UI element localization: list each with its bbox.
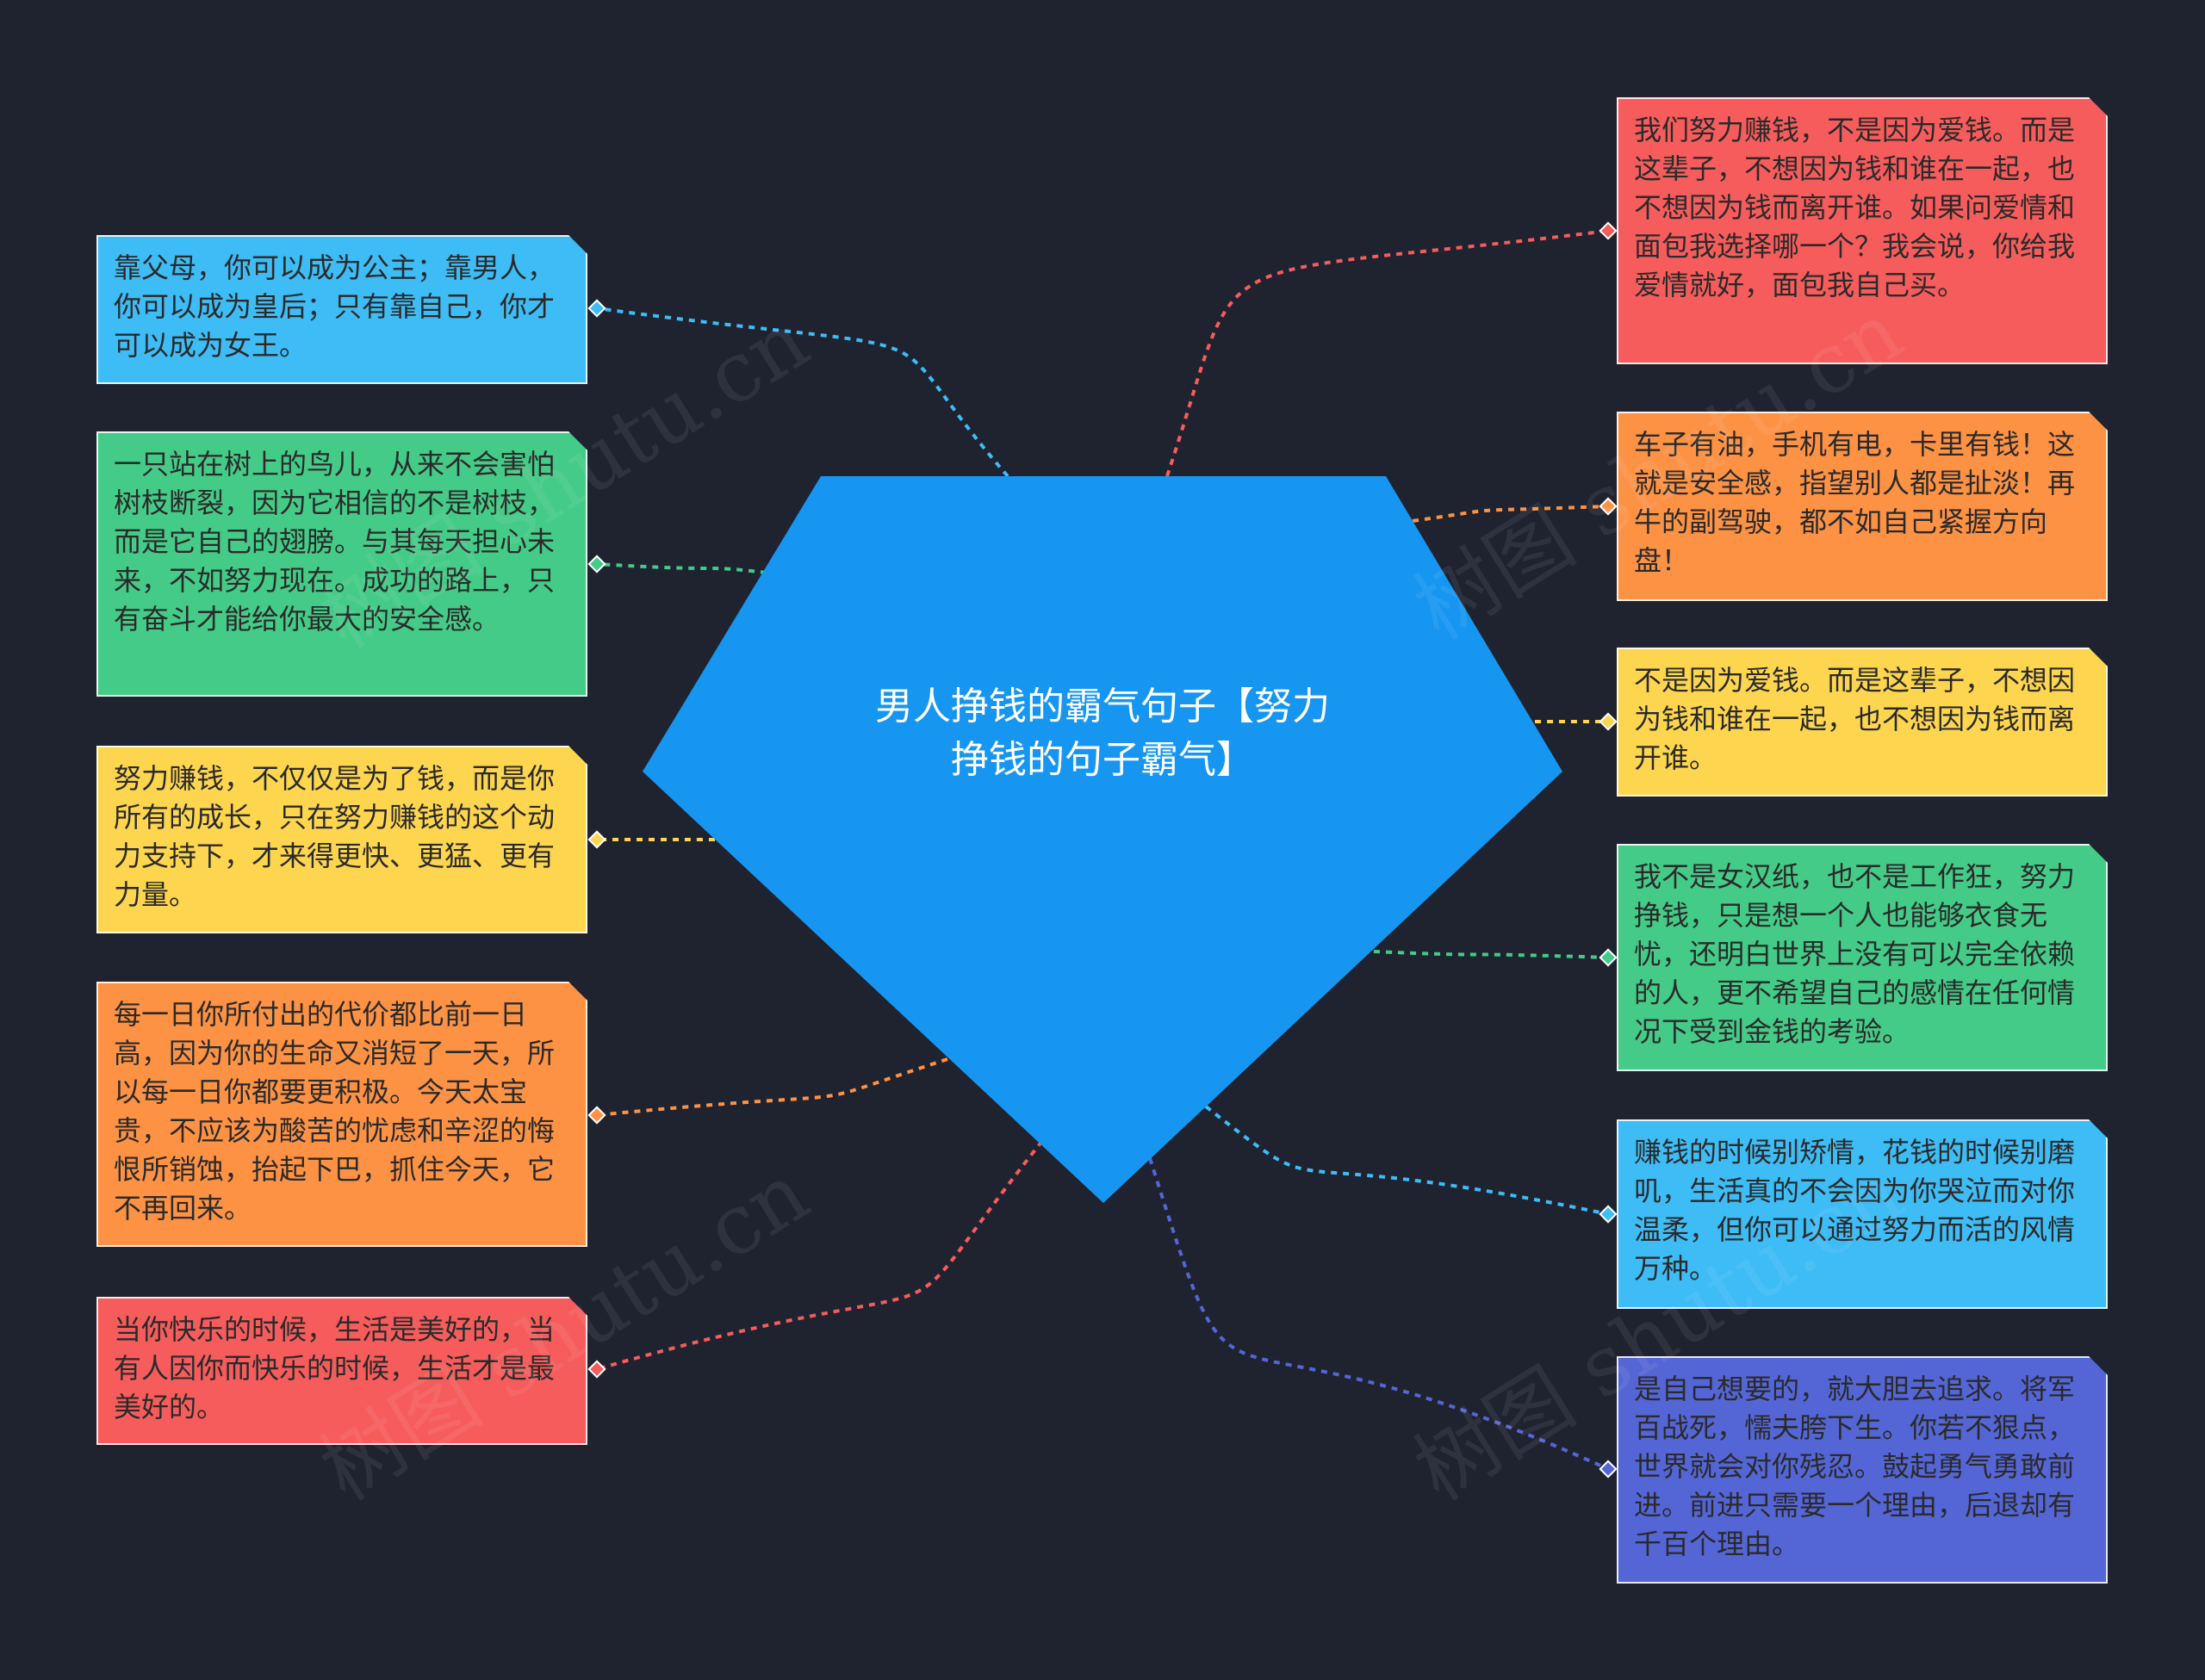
connector-line [596, 307, 1009, 478]
connector-diamond-icon [1599, 712, 1618, 731]
connector-line [596, 1057, 948, 1117]
connector-diamond-icon [1599, 948, 1618, 967]
right-topic-node[interactable]: 赚钱的时候别矫情，花钱的时候别磨叽，生活真的不会因为你哭泣而对你温柔，但你可以通… [1617, 1119, 2108, 1309]
connector-line [1204, 1105, 1609, 1216]
connector-endpoints [587, 221, 1618, 1479]
connector-diamond-icon [587, 555, 606, 573]
center-topic-title[interactable]: 男人挣钱的霸气句子【努力挣钱的句子霸气】 [875, 685, 1330, 782]
center-pentagon[interactable] [643, 476, 1562, 1203]
connectors [596, 229, 1609, 1471]
connector-line [1148, 1157, 1609, 1471]
right-topic-node[interactable]: 不是因为爱钱。而是这辈子，不想因为钱和谁在一起，也不想因为钱而离开谁。 [1617, 648, 2108, 797]
connector-diamond-icon [587, 1360, 606, 1379]
connector-line [596, 562, 767, 574]
connector-diamond-icon [1599, 1460, 1618, 1479]
left-topic-node[interactable]: 每一日你所付出的代价都比前一日高，因为你的生命又消短了一天，所以每一日你都要更积… [96, 982, 587, 1247]
right-topic-node[interactable]: 车子有油，手机有电，卡里有钱！这就是安全感，指望别人都是扯淡！再牛的副驾驶，都不… [1617, 412, 2108, 601]
connector-line [596, 1139, 1044, 1371]
connector-diamond-icon [587, 299, 606, 318]
left-topic-node[interactable]: 靠父母，你可以成为公主；靠男人，你可以成为皇后；只有靠自己，你才可以成为女王。 [96, 235, 587, 384]
left-topic-node[interactable]: 一只站在树上的鸟儿，从来不会害怕树枝断裂，因为它相信的不是树枝，而是它自己的翅膀… [96, 431, 587, 697]
right-topic-node[interactable]: 我们努力赚钱，不是因为爱钱。而是这辈子，不想因为钱和谁在一起，也不想因为钱而离开… [1617, 97, 2108, 364]
connector-line [1412, 505, 1609, 523]
right-topic-node[interactable]: 我不是女汉纸，也不是工作狂，努力挣钱，只是想一个人也能够衣食无忧，还明白世界上没… [1617, 844, 2108, 1071]
connector-diamond-icon [1599, 497, 1618, 516]
connector-line [1165, 229, 1609, 477]
connector-diamond-icon [587, 830, 606, 849]
right-topic-node[interactable]: 是自己想要的，就大胆去追求。将军百战死，懦夫胯下生。你若不狠点，世界就会对你残忍… [1617, 1356, 2108, 1584]
connector-diamond-icon [1599, 221, 1618, 240]
left-topic-node[interactable]: 当你快乐的时候，生活是美好的，当有人因你而快乐的时候，生活才是最美好的。 [96, 1297, 587, 1445]
left-topic-node[interactable]: 努力赚钱，不仅仅是为了钱，而是你所有的成长，只在努力赚钱的这个动力支持下，才来得… [96, 746, 587, 933]
connector-diamond-icon [1599, 1205, 1618, 1224]
connector-diamond-icon [587, 1106, 606, 1125]
connector-line [1373, 950, 1609, 959]
